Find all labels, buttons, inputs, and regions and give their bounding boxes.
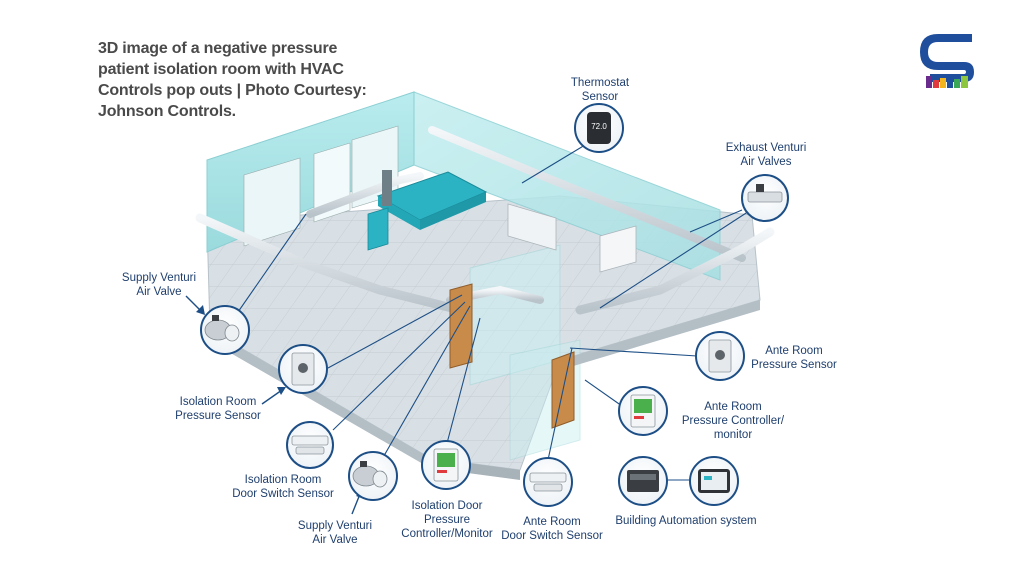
ante-door-switch-bubble — [523, 457, 573, 507]
supply-valve-icon — [352, 461, 388, 488]
label-exhaust-venturi: Exhaust Venturi Air Valves — [725, 142, 807, 168]
label-isolation-room-pressure-sensor: Isolation Room Pressure Sensor — [175, 396, 261, 422]
label-ante-room-door-switch: Ante Room Door Switch Sensor — [501, 516, 603, 542]
pressure-monitor-icon — [630, 394, 656, 428]
sa-logo — [920, 34, 974, 88]
controller-icon — [627, 470, 659, 492]
pressure-monitor-icon — [433, 448, 459, 482]
exhaust-valve-bubble — [741, 174, 789, 222]
supply-duct-top — [306, 172, 424, 218]
leader-supply-bottom — [376, 305, 471, 469]
door-switch-icon — [291, 435, 329, 455]
leader-exhaust — [689, 209, 743, 233]
leader-thermostat — [521, 144, 586, 184]
leader-supply-left — [237, 213, 307, 313]
leader-ante-pressure-sensor — [569, 347, 698, 357]
arrow-isolation-sensor — [261, 389, 283, 405]
isolation-door-switch-bubble — [286, 421, 334, 469]
label-supply-venturi-left: Supply Venturi Air Valve — [121, 272, 197, 298]
bed — [376, 170, 488, 230]
leader-isolation-door-pressure — [445, 317, 481, 448]
ductwork — [195, 126, 775, 315]
tablet-icon — [698, 469, 730, 493]
caption-line-2: patient isolation room with HVAC — [98, 61, 344, 78]
thermostat-display: 72.0 — [591, 122, 607, 131]
exhaust-valve-icon — [747, 184, 783, 203]
bas-controller-bubble — [618, 456, 668, 506]
counter — [507, 203, 637, 273]
supply-valve-left-bubble — [200, 305, 250, 355]
door-switch-icon — [529, 472, 567, 492]
ante-pressure-controller-bubble — [618, 386, 668, 436]
label-building-automation: Building Automation system — [615, 515, 757, 527]
thermostat-bubble: 72.0 — [574, 103, 624, 153]
pressure-sensor-icon — [708, 339, 732, 373]
leader-lines — [237, 144, 761, 481]
thermostat-icon — [587, 112, 611, 144]
bedside-cabinet — [367, 207, 389, 251]
leader-ante-door-switch — [547, 347, 573, 461]
isolation-door-pressure-bubble — [421, 440, 471, 490]
leader-ante-controller — [584, 379, 623, 407]
isolation-door — [449, 283, 473, 369]
caption-line-1: 3D image of a negative pressure — [98, 40, 338, 57]
label-isolation-room-door-switch: Isolation Room Door Switch Sensor — [232, 474, 334, 500]
exhaust-duct-right — [575, 227, 775, 315]
leader-isolation-door-switch — [332, 301, 466, 431]
label-ante-room-pressure-sensor: Ante Room Pressure Sensor — [751, 345, 837, 371]
caption-line-4: Johnson Controls. — [98, 103, 236, 120]
arrow-supply-bottom — [351, 493, 361, 515]
exhaust-duct-top — [428, 126, 746, 262]
leader-isolation-sensor — [327, 294, 463, 369]
label-isolation-door-pressure: Isolation Door Pressure Controller/Monit… — [401, 500, 493, 540]
pressure-sensor-icon — [291, 352, 315, 386]
isolation-pressure-sensor-bubble — [278, 344, 328, 394]
label-thermostat-sensor: Thermostat Sensor — [570, 77, 630, 103]
leader-exhaust-right — [599, 203, 761, 309]
supply-valve-icon — [204, 315, 240, 342]
bas-tablet-bubble — [689, 456, 739, 506]
caption-line-3: Controls pop outs | Photo Courtesy: — [98, 82, 367, 99]
supply-valve-bottom-bubble — [348, 451, 398, 501]
label-ante-room-pressure-controller: Ante Room Pressure Controller/ monitor — [681, 401, 785, 441]
ante-pressure-sensor-bubble — [695, 331, 745, 381]
caption: 3D image of a negative pressure patient … — [98, 38, 398, 122]
label-supply-venturi-bottom: Supply Venturi Air Valve — [297, 520, 373, 546]
supply-duct-left — [195, 213, 465, 315]
